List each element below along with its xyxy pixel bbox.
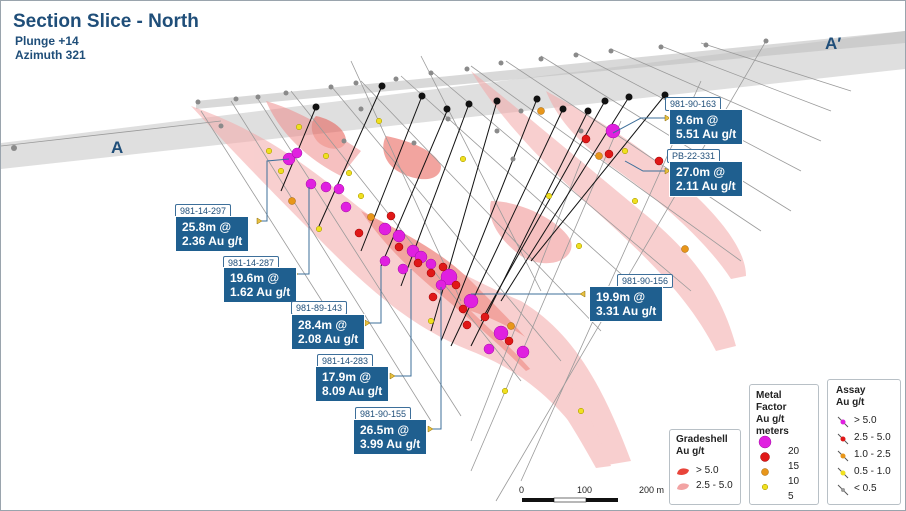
legend-row: < 0.5 [836,481,892,498]
intercept-callout[interactable]: 28.4m @ 2.08 Au g/t [291,314,366,350]
legend-label: 2.5 - 5.0 [854,432,891,443]
gradeshell-high-swatch [677,468,689,475]
legend-row: 2.5 - 5.0 [836,430,892,447]
legend-label: 15 [788,461,800,472]
legend-row: 5 [756,489,812,504]
hole-id-tag: 981-89-143 [291,301,348,315]
assay-marker-icon [837,416,849,428]
legend-label: 20 [788,446,800,457]
legend-row: 20 [756,444,812,459]
page-title: Section Slice - North [13,11,199,32]
collar-points-gray [11,38,769,162]
drill-traces [1,40,852,502]
legend-label: 0.5 - 1.0 [854,466,891,477]
gradeshell-lower [471,311,611,468]
intercept-length: 27.0m @ [676,165,726,179]
metal-factor-legend-markers [758,435,772,491]
gradeshell-legend-unit: Au g/t [676,446,705,457]
legend-label: 1.0 - 2.5 [854,449,891,460]
section-label-a: A [111,138,124,157]
legend-label: < 0.5 [854,483,877,494]
intercept-callout[interactable]: 19.6m @ 1.62 Au g/t [223,267,298,303]
assay-marker-icon [837,467,849,479]
legend-label: > 5.0 [854,415,877,426]
legend-label: 2.5 - 5.0 [696,480,733,491]
intercept-callout[interactable]: 25.8m @ 2.36 Au g/t [175,216,250,252]
assay-legend-title: Assay [836,385,866,396]
intercept-callout[interactable]: 27.0m @ 2.11 Au g/t [669,161,743,197]
plunge-label: Plunge +14 [15,34,79,48]
scale-label-100: 100 [577,485,593,495]
gradeshell-east-2 [546,91,746,279]
metal-factor-magenta [282,123,784,448]
intercept-grade: 8.09 Au g/t [322,384,383,398]
legend-row: 1.0 - 2.5 [836,447,892,464]
section-label-a-prime: A′ [825,34,842,53]
intercept-grade: 2.11 Au g/t [676,179,736,193]
intercept-callout[interactable]: 26.5m @ 3.99 Au g/t [353,419,428,455]
assay-marker-icon [837,484,849,496]
gradeshell-mid-swatch [677,483,689,490]
azimuth-label: Azimuth 321 [15,48,86,62]
gradeshell-pod-2 [311,116,346,149]
intercept-grade: 3.99 Au g/t [360,437,421,451]
legend-label: 5 [788,491,794,502]
legend-row: 2.5 - 5.0 [676,478,734,493]
legend-row: > 5.0 [676,463,734,478]
intercept-callout[interactable]: 17.9m @ 8.09 Au g/t [315,366,390,402]
intercept-length: 17.9m @ [322,370,372,384]
metal-factor-orange [288,107,781,477]
intercept-length: 19.6m @ [230,271,280,285]
gradeshell-upper [266,101,361,176]
assay-marker-icon [837,450,849,462]
intercept-callout[interactable]: 19.9m @ 3.31 Au g/t [589,286,664,322]
legend-label: 10 [788,476,800,487]
section-plane-band-top [196,31,905,109]
collar-points-black [312,82,669,115]
intercept-grade: 1.62 Au g/t [230,285,291,299]
intercept-grade: 2.36 Au g/t [182,234,243,248]
intercept-length: 19.9m @ [596,290,646,304]
metal-factor-legend-unit: Au g/t [756,414,785,425]
scale-label-0: 0 [519,485,525,495]
gradeshell-legend: Gradeshell Au g/t > 5.0 2.5 - 5.0 [669,429,741,505]
intercept-length: 25.8m @ [182,220,232,234]
metal-factor-yellow [265,117,781,493]
legend-label: > 5.0 [696,465,719,476]
intercept-grade: 5.51 Au g/t [676,127,737,141]
legend-row: > 5.0 [836,413,892,430]
metal-factor-legend-unit-2: meters [756,426,789,437]
intercept-length: 28.4m @ [298,318,348,332]
intercept-callout[interactable]: 9.6m @ 5.51 Au g/t [669,109,744,145]
intercept-grade: 3.31 Au g/t [596,304,657,318]
gradeshell-legend-title: Gradeshell [676,434,728,445]
assay-marker-icon [837,433,849,445]
legend-row: 15 [756,459,812,474]
assay-legend: Assay Au g/t > 5.0 2.5 - 5.0 1.0 - 2.5 0… [827,379,901,505]
scale-bar [522,497,618,503]
assay-legend-unit: Au g/t [836,397,865,408]
scale-label-200: 200 m [639,485,665,495]
legend-row: 10 [756,474,812,489]
intercept-grade: 2.08 Au g/t [298,332,359,346]
metal-factor-legend: Metal Factor Au g/t meters 20 15 10 5 [749,384,819,505]
metal-factor-legend-title: Metal Factor [756,390,787,413]
intercept-length: 26.5m @ [360,423,410,437]
gradeshell-pod [383,136,441,180]
legend-row: 0.5 - 1.0 [836,464,892,481]
intercept-length: 9.6m @ [676,113,719,127]
